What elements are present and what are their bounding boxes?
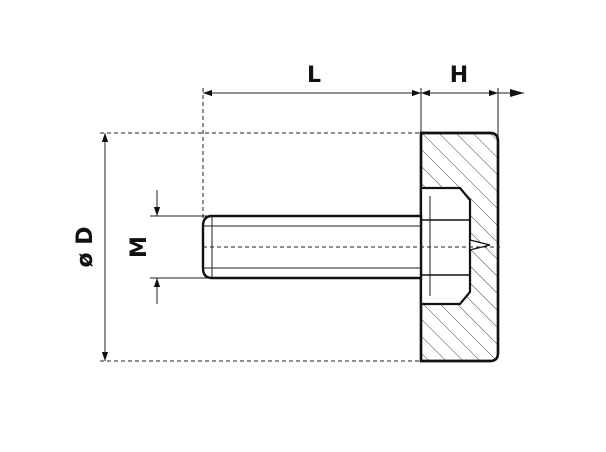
hex-nut — [419, 186, 491, 306]
length-label: L — [307, 63, 321, 88]
head-height-label: H — [450, 63, 468, 88]
dimension-H — [421, 89, 524, 97]
diameter-label: ø D — [73, 226, 98, 267]
threaded-stud — [201, 214, 500, 280]
thread-label: M — [127, 236, 152, 258]
